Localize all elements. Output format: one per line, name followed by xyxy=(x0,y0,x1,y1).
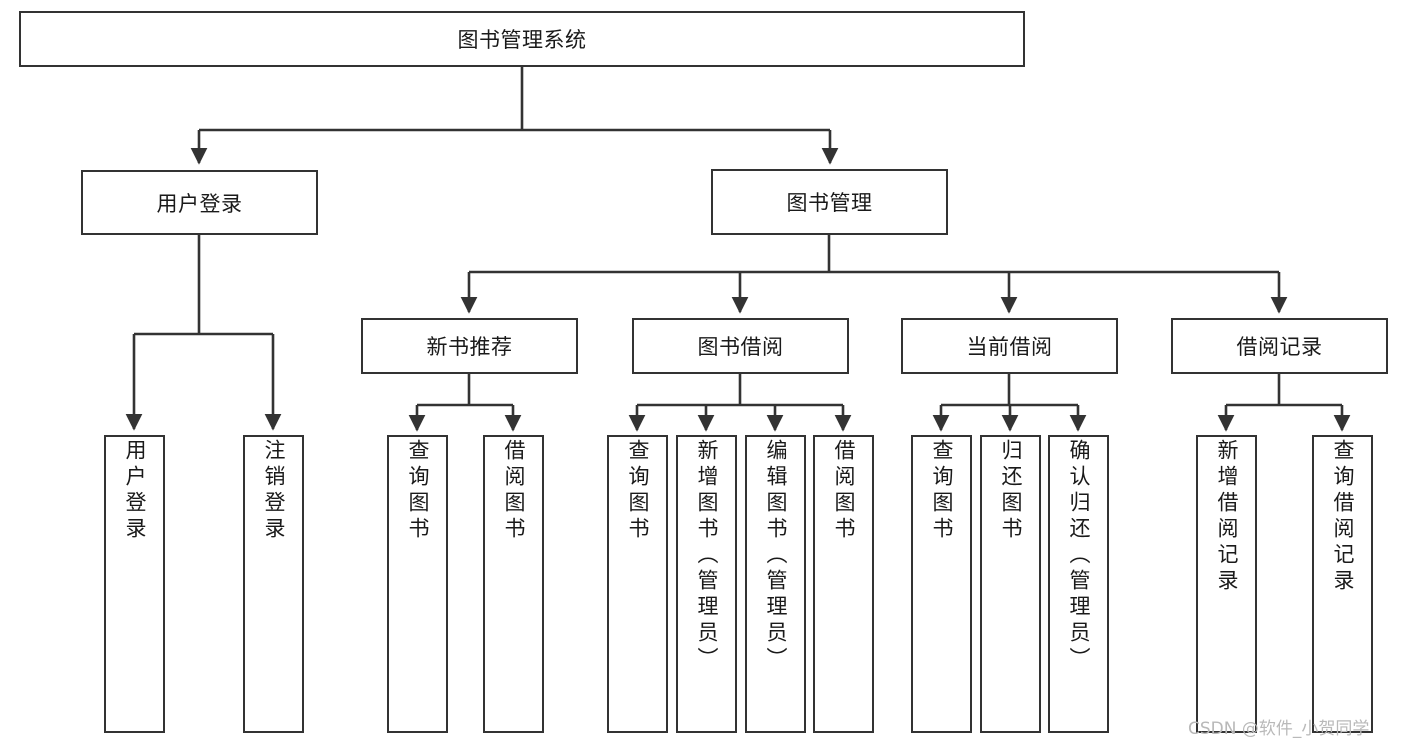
leaf-current-borrow-2[interactable]: 归还图书 xyxy=(980,435,1041,733)
leaf-user-login-1-label: 用户登录 xyxy=(123,439,147,543)
leaf-new-book-1-label: 查询图书 xyxy=(406,439,430,543)
node-root-label: 图书管理系统 xyxy=(457,28,587,52)
node-current-borrow-label: 当前借阅 xyxy=(966,335,1053,359)
node-borrow-record[interactable]: 借阅记录 xyxy=(1171,318,1388,374)
leaf-current-borrow-1[interactable]: 查询图书 xyxy=(911,435,972,733)
leaf-current-borrow-3[interactable]: 确认归还（管理员） xyxy=(1048,435,1109,733)
node-book-borrow[interactable]: 图书借阅 xyxy=(632,318,849,374)
csdn-watermark: CSDN @软件_小贺同学 xyxy=(1188,719,1370,739)
leaf-user-login-2[interactable]: 注销登录 xyxy=(243,435,304,733)
leaf-borrow-record-1-label: 新增借阅记录 xyxy=(1215,439,1239,595)
leaf-current-borrow-1-label: 查询图书 xyxy=(930,439,954,543)
node-borrow-record-label: 借阅记录 xyxy=(1236,335,1323,359)
leaf-new-book-1[interactable]: 查询图书 xyxy=(387,435,448,733)
leaf-book-borrow-2[interactable]: 新增图书（管理员） xyxy=(676,435,737,733)
leaf-borrow-record-2[interactable]: 查询借阅记录 xyxy=(1312,435,1373,733)
node-new-book-recommend-label: 新书推荐 xyxy=(426,335,513,359)
node-book-management[interactable]: 图书管理 xyxy=(711,169,948,235)
node-user-login[interactable]: 用户登录 xyxy=(81,170,318,235)
leaf-borrow-record-1[interactable]: 新增借阅记录 xyxy=(1196,435,1257,733)
node-current-borrow[interactable]: 当前借阅 xyxy=(901,318,1118,374)
node-new-book-recommend[interactable]: 新书推荐 xyxy=(361,318,578,374)
leaf-book-borrow-4[interactable]: 借阅图书 xyxy=(813,435,874,733)
node-book-management-label: 图书管理 xyxy=(786,191,873,215)
node-book-borrow-label: 图书借阅 xyxy=(697,335,784,359)
leaf-new-book-2-label: 借阅图书 xyxy=(502,439,526,543)
leaf-book-borrow-4-label: 借阅图书 xyxy=(832,439,856,543)
leaf-book-borrow-1[interactable]: 查询图书 xyxy=(607,435,668,733)
leaf-new-book-2[interactable]: 借阅图书 xyxy=(483,435,544,733)
leaf-borrow-record-2-label: 查询借阅记录 xyxy=(1331,439,1355,595)
leaf-current-borrow-2-label: 归还图书 xyxy=(999,439,1023,543)
leaf-user-login-2-label: 注销登录 xyxy=(262,439,286,543)
leaf-book-borrow-3-label: 编辑图书（管理员） xyxy=(764,439,788,673)
node-root[interactable]: 图书管理系统 xyxy=(19,11,1025,67)
leaf-current-borrow-3-label: 确认归还（管理员） xyxy=(1067,439,1091,673)
leaf-book-borrow-1-label: 查询图书 xyxy=(626,439,650,543)
leaf-book-borrow-3[interactable]: 编辑图书（管理员） xyxy=(745,435,806,733)
node-user-login-label: 用户登录 xyxy=(156,191,243,216)
leaf-book-borrow-2-label: 新增图书（管理员） xyxy=(695,439,719,673)
leaf-user-login-1[interactable]: 用户登录 xyxy=(104,435,165,733)
